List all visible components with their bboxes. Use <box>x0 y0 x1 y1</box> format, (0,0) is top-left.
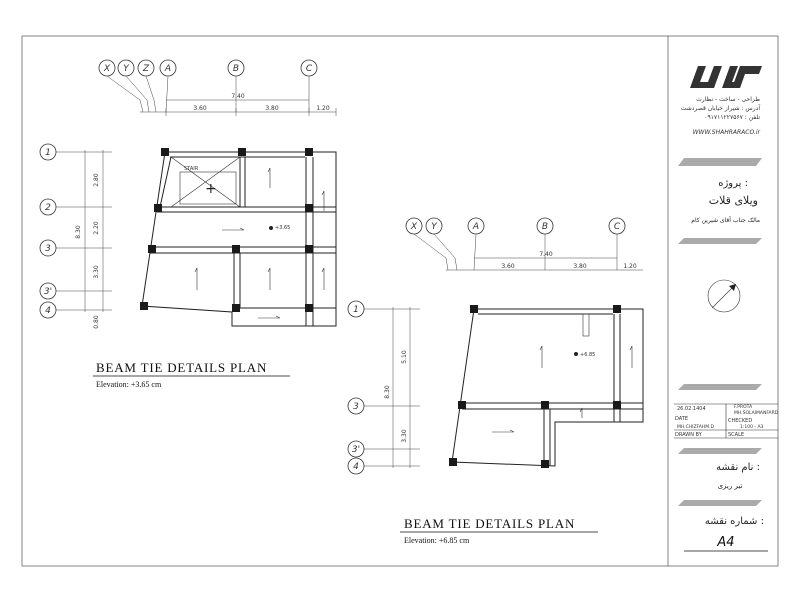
svg-text:Y: Y <box>431 222 438 232</box>
grid-label-c: C <box>306 64 313 74</box>
sheet-name-label: نام نقشه : <box>716 462 760 473</box>
plan1-dim-top: 7.40 3.60 3.80 1.20 <box>140 93 337 116</box>
dim-cantilever: 1.20 <box>316 105 330 112</box>
svg-text:1:100 - A3: 1:100 - A3 <box>740 424 764 430</box>
svg-text:8.30: 8.30 <box>75 225 82 239</box>
plan1-direction-marks: +3.65 <box>194 167 325 319</box>
svg-text:8.30: 8.30 <box>384 385 391 399</box>
grid-label-a: A <box>164 64 171 74</box>
svg-text:4: 4 <box>353 462 359 472</box>
level-marker: +3.65 <box>275 225 290 231</box>
svg-text:2.80: 2.80 <box>93 173 100 187</box>
svg-text:F.PROTA: F.PROTA <box>734 404 753 410</box>
plan2-direction-marks: +6.85 <box>492 345 633 433</box>
grid-label-x: X <box>103 64 111 74</box>
svg-text:3.30: 3.30 <box>93 265 100 279</box>
dim-total: 7.40 <box>231 93 245 100</box>
grid-label-2: 2 <box>45 203 51 213</box>
svg-text:A: A <box>472 222 479 232</box>
sheet-number-label: شماره نقشه : <box>705 516 764 527</box>
svg-text:DATE: DATE <box>675 416 688 422</box>
grid-label-3: 3 <box>45 244 51 254</box>
owner-text: مالک جناب آقای شیرین کام <box>691 215 760 224</box>
plan1-title: BEAM TIE DETAILS PLAN <box>96 360 267 375</box>
svg-text:3.30: 3.30 <box>401 429 408 443</box>
svg-text:7.40: 7.40 <box>539 251 553 258</box>
grid-label-b: B <box>233 64 239 74</box>
plan2-elevation: Elevation: +6.85 cm <box>404 536 470 545</box>
stair-label: STAIR <box>184 166 199 172</box>
plan1-elevation: Elevation: +3.65 cm <box>96 380 162 389</box>
svg-text:3.80: 3.80 <box>573 263 587 270</box>
plus-marker: + <box>205 181 217 197</box>
plan2-title: BEAM TIE DETAILS PLAN <box>404 516 575 531</box>
svg-text:X: X <box>410 222 418 232</box>
plan1-columns <box>140 148 313 312</box>
grid-label-y: Y <box>123 64 130 74</box>
website-text: WWW.SHAHRARACO.ir <box>693 129 761 136</box>
company-logo <box>690 66 762 88</box>
svg-text:CHECKED: CHECKED <box>728 418 752 424</box>
grid-label-3p: 3' <box>44 287 52 297</box>
plan1-dim-left: 2.80 2.20 8.30 3.30 0.80 <box>75 150 104 329</box>
north-arrow-icon <box>707 279 741 313</box>
svg-text:26.02.1404: 26.02.1404 <box>677 406 706 412</box>
svg-text:SCALE: SCALE <box>728 432 744 438</box>
svg-text:B: B <box>542 222 548 232</box>
svg-text:DRAWN BY: DRAWN BY <box>675 432 703 438</box>
svg-text:3': 3' <box>352 445 360 455</box>
title-block: طراحی - ساخت - نظارت آدرس : شیراز خیابان… <box>674 66 779 552</box>
svg-text:1.20: 1.20 <box>623 263 637 270</box>
services-text: طراحی - ساخت - نظارت <box>696 96 760 103</box>
plan2-grid-left: 1 3 3' 4 5.10 8.30 3.30 <box>347 300 420 475</box>
separator-bar <box>678 158 762 166</box>
grid-label-4: 4 <box>45 306 51 316</box>
svg-text:MH.SOLAIMANFARD: MH.SOLAIMANFARD <box>734 410 779 416</box>
dim-a-b: 3.60 <box>193 105 207 112</box>
project-name: ویلای قلات <box>709 194 758 207</box>
svg-text:MH.CHIZFAHM.D: MH.CHIZFAHM.D <box>677 424 715 430</box>
grid-label-z: Z <box>142 64 150 74</box>
plan1-beams <box>141 151 337 327</box>
project-label: پروژه : <box>718 178 748 189</box>
svg-text:C: C <box>614 222 621 232</box>
plan-1: X Y Z A B C 7.40 3.60 3.80 1.20 <box>39 59 337 389</box>
svg-text:0.80: 0.80 <box>93 315 100 329</box>
plan1-grid-left: 1 2 3 3' 4 <box>39 143 112 319</box>
svg-text:5.10: 5.10 <box>401 350 408 364</box>
svg-text:2.20: 2.20 <box>93 221 100 235</box>
plan1-grid-top: X Y Z A B C <box>98 59 318 113</box>
grid-label-1: 1 <box>45 148 51 158</box>
plan2-grid-top: X Y A B C <box>405 217 626 271</box>
sheet-name-value: تیر ریزی <box>718 482 743 490</box>
drawing-info: 26.02.1404 DATE MH.CHIZFAHM.D DRAWN BY F… <box>674 403 779 439</box>
dim-b-c: 3.80 <box>265 105 279 112</box>
plan1-stair: STAIR + <box>170 156 241 208</box>
svg-text:+6.85: +6.85 <box>580 352 595 358</box>
sheet-number-value: A4 <box>716 535 734 550</box>
sheet-border <box>21 35 779 567</box>
plan2-beams <box>451 308 644 467</box>
plan2-columns <box>449 305 621 468</box>
plan-2: X Y A B C 7.40 3.60 3.80 1.20 1 <box>347 217 644 545</box>
phone-text: تلفن : ۰۹۱۷۱۱۲۲۷۵۶۷ <box>704 114 760 121</box>
svg-text:3: 3 <box>353 402 359 412</box>
svg-text:3.60: 3.60 <box>501 263 515 270</box>
plan2-dim-top: 7.40 3.60 3.80 1.20 <box>446 251 643 271</box>
address-text: آدرس : شیراز خیابان قصردشت <box>681 103 760 112</box>
svg-text:1: 1 <box>353 305 359 315</box>
